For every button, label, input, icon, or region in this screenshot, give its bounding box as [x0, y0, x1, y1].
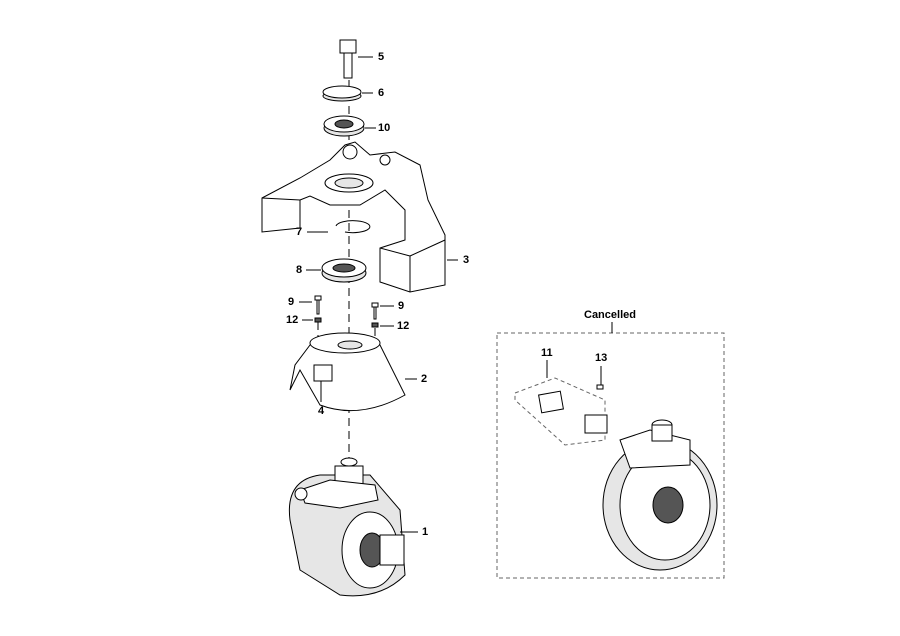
- callout-9-left: 9: [288, 296, 295, 308]
- drive-unit-part: [288, 457, 418, 597]
- fork-bracket-part: [261, 141, 458, 293]
- callout-12-right: 12: [397, 320, 410, 332]
- callout-5: 5: [378, 51, 385, 63]
- callout-3: 3: [463, 254, 470, 266]
- callout-1: 1: [422, 526, 429, 538]
- callout-11: 11: [541, 347, 553, 359]
- washer-part: [322, 85, 373, 102]
- top-bearing-part: [323, 115, 376, 137]
- callout-12-left: 12: [286, 314, 299, 326]
- callout-13: 13: [595, 352, 608, 364]
- cancelled-group: [496, 322, 725, 579]
- callout-2: 2: [421, 373, 428, 385]
- callout-7: 7: [296, 226, 303, 238]
- callout-8: 8: [296, 264, 303, 276]
- callout-9-right: 9: [398, 300, 405, 312]
- bottom-bearing-part: [306, 258, 367, 283]
- circlip-part: [307, 220, 371, 234]
- cover-part: [289, 332, 417, 412]
- bolt-part: [339, 39, 373, 79]
- callout-4: 4: [318, 405, 325, 417]
- callout-10: 10: [378, 122, 391, 134]
- callout-6: 6: [378, 87, 385, 99]
- cancelled-label: Cancelled: [584, 309, 636, 321]
